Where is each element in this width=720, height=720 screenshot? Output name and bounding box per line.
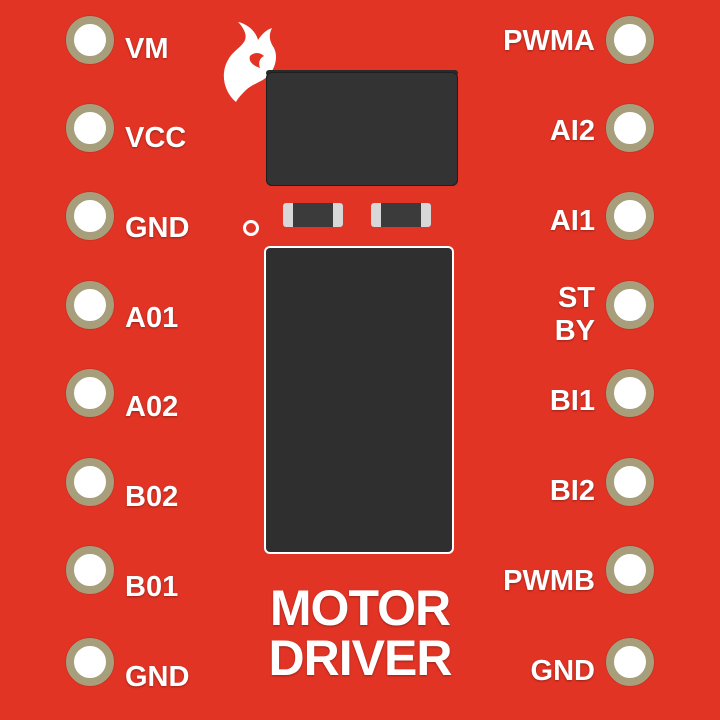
pin-label-b02: B02 [125, 481, 179, 513]
board-title: MOTOR DRIVER [240, 583, 480, 683]
pin-label-gnd-2: GND [125, 661, 190, 693]
pin-label-pwmb: PWMB [503, 565, 595, 597]
sparkfun-flame-icon [223, 22, 276, 102]
pad-pwmb [606, 546, 654, 594]
resistor-right [371, 203, 431, 227]
resistor-right-cap-b [421, 203, 431, 227]
pin-label-gnd-1: GND [125, 212, 190, 244]
pin1-indicator-dot [243, 220, 259, 236]
pin-label-st: ST [557, 282, 595, 314]
pad-ai2 [606, 104, 654, 152]
pad-a01 [66, 281, 114, 329]
resistor-left [283, 203, 343, 227]
pad-gnd-right [606, 638, 654, 686]
pad-bi1 [606, 369, 654, 417]
pin-label-by: BY [554, 315, 595, 347]
pin-label-vm: VM [125, 33, 169, 65]
pad-b02 [66, 458, 114, 506]
pad-stby [606, 281, 654, 329]
pin-label-a02: A02 [125, 391, 179, 423]
pin-label-ai2: AI2 [549, 115, 595, 147]
pad-vm [66, 16, 114, 64]
pin-label-a01: A01 [125, 302, 179, 334]
pad-a02 [66, 369, 114, 417]
board-title-line-2: DRIVER [268, 630, 453, 686]
pad-gnd-left-2 [66, 638, 114, 686]
resistor-left-cap-a [283, 203, 293, 227]
pin-label-ai1: AI1 [549, 205, 595, 237]
pad-pwma [606, 16, 654, 64]
pin-label-vcc: VCC [125, 122, 187, 154]
pin-label-bi1: BI1 [549, 385, 595, 417]
pad-vcc [66, 104, 114, 152]
pin-label-bi2: BI2 [549, 475, 595, 507]
resistor-left-cap-b [333, 203, 343, 227]
pin-label-b01: B01 [125, 571, 179, 603]
board-title-line-1: MOTOR [269, 580, 451, 636]
resistor-right-cap-a [371, 203, 381, 227]
pad-ai1 [606, 192, 654, 240]
main-driver-chip [266, 248, 452, 552]
pin-label-pwma: PWMA [503, 25, 595, 57]
pin-label-gnd-right: GND [530, 655, 595, 687]
top-chip [266, 72, 458, 186]
pad-b01 [66, 546, 114, 594]
pad-bi2 [606, 458, 654, 506]
pad-gnd-left-1 [66, 192, 114, 240]
